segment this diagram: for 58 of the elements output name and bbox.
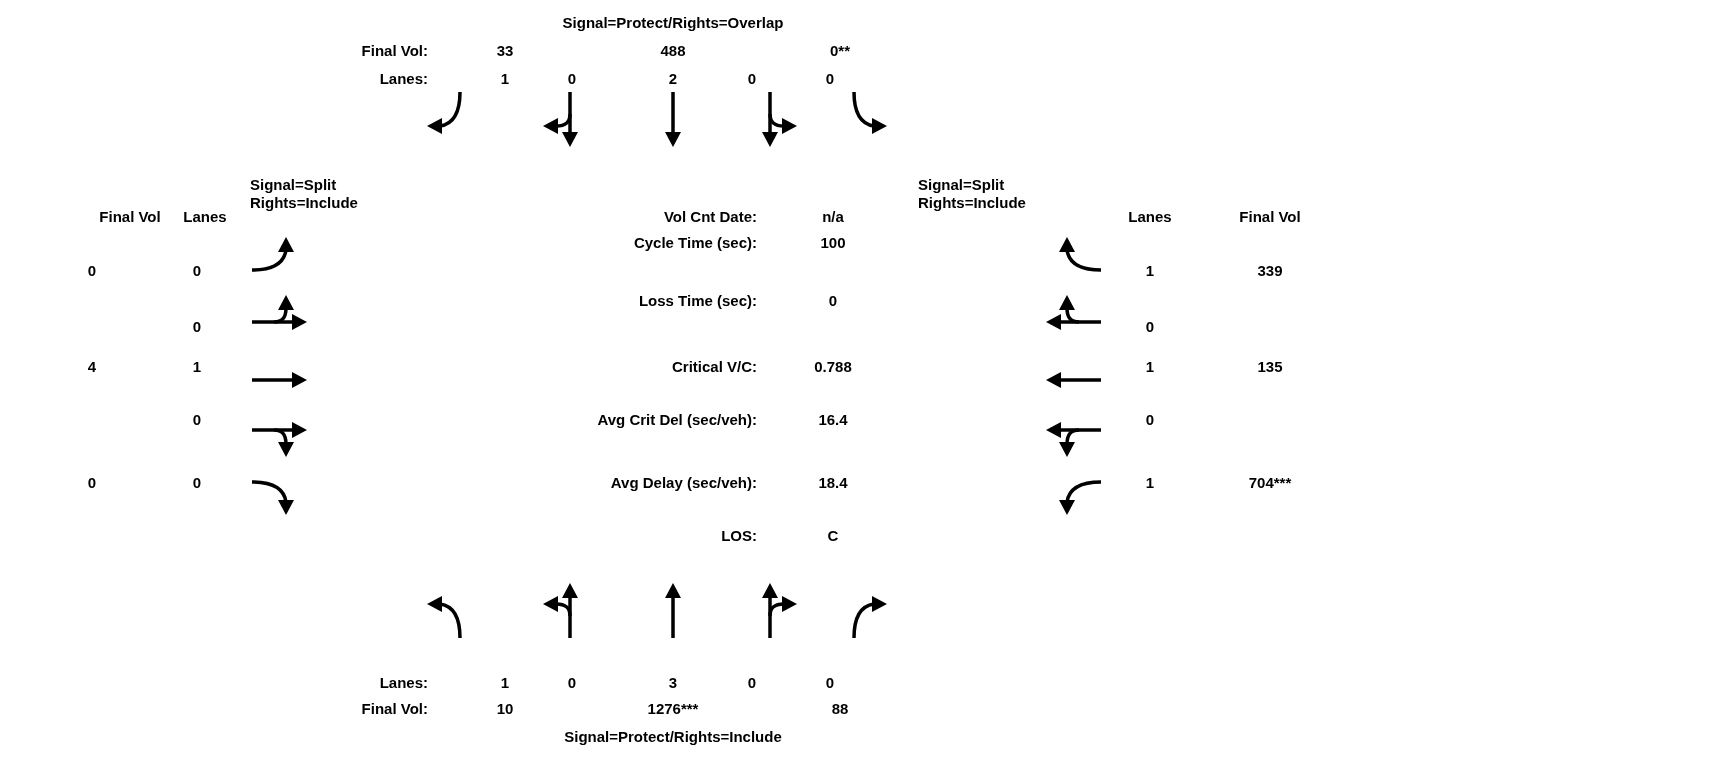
- lane-count: 1: [192, 358, 202, 376]
- column-header: Lanes: [1128, 208, 1172, 226]
- lane-count: 0: [1145, 318, 1155, 336]
- lane-count: 1: [1145, 358, 1155, 376]
- signal-note: Signal=Protect/Rights=Overlap: [562, 14, 784, 32]
- metric-label: Loss Time (sec):: [638, 292, 757, 310]
- lane-count: 1: [1145, 262, 1155, 280]
- column-header: Final Vol: [1239, 208, 1301, 226]
- signal-note: Signal=Split Rights=Include: [250, 176, 359, 212]
- lane-count: 2: [668, 70, 678, 88]
- volume-value: 488: [660, 42, 686, 60]
- lane-count: 1: [500, 674, 510, 692]
- volume-value: 0: [87, 474, 97, 492]
- lane-count: 0: [825, 674, 835, 692]
- metric-label: Critical V/C:: [671, 358, 757, 376]
- volume-value: 339: [1257, 262, 1283, 280]
- column-header: Final Vol: [99, 208, 161, 226]
- lane-count: 0: [825, 70, 835, 88]
- lane-count: 0: [567, 70, 577, 88]
- volume-value: 88: [831, 700, 849, 718]
- signal-note: Signal=Split Rights=Include: [918, 176, 1027, 212]
- metric-value: 0: [828, 292, 838, 310]
- volume-value: 1276***: [647, 700, 699, 718]
- volume-value: 704***: [1248, 474, 1292, 492]
- volume-value: 10: [496, 700, 514, 718]
- volume-value: 4: [87, 358, 97, 376]
- lane-count: 0: [1145, 411, 1155, 429]
- column-header: Lanes: [183, 208, 227, 226]
- row-header: Final Vol:: [361, 42, 428, 60]
- metric-value: 16.4: [818, 411, 848, 429]
- lane-count: 0: [567, 674, 577, 692]
- lane-count: 0: [192, 318, 202, 336]
- lane-count: 1: [1145, 474, 1155, 492]
- metric-label: LOS:: [721, 527, 757, 545]
- lane-count: 0: [747, 674, 757, 692]
- row-header: Lanes:: [379, 674, 428, 692]
- metric-value: C: [827, 527, 839, 545]
- metric-label: Cycle Time (sec):: [633, 234, 757, 252]
- volume-value: 0**: [830, 42, 850, 60]
- metric-value: n/a: [822, 208, 844, 226]
- lane-count: 0: [192, 262, 202, 280]
- row-header: Final Vol:: [361, 700, 428, 718]
- volume-value: 33: [496, 42, 514, 60]
- signal-note: Signal=Protect/Rights=Include: [564, 728, 782, 746]
- lane-count: 0: [747, 70, 757, 88]
- metric-value: 0.788: [814, 358, 852, 376]
- metric-value: 100: [820, 234, 846, 252]
- lane-count: 0: [192, 411, 202, 429]
- lane-count: 1: [500, 70, 510, 88]
- metric-value: 18.4: [818, 474, 848, 492]
- lane-count: 0: [192, 474, 202, 492]
- metric-label: Avg Delay (sec/veh):: [610, 474, 757, 492]
- volume-value: 0: [87, 262, 97, 280]
- row-header: Lanes:: [379, 70, 428, 88]
- lane-count: 3: [668, 674, 678, 692]
- metric-label: Vol Cnt Date:: [663, 208, 757, 226]
- metric-label: Avg Crit Del (sec/veh):: [597, 411, 757, 429]
- volume-value: 135: [1257, 358, 1283, 376]
